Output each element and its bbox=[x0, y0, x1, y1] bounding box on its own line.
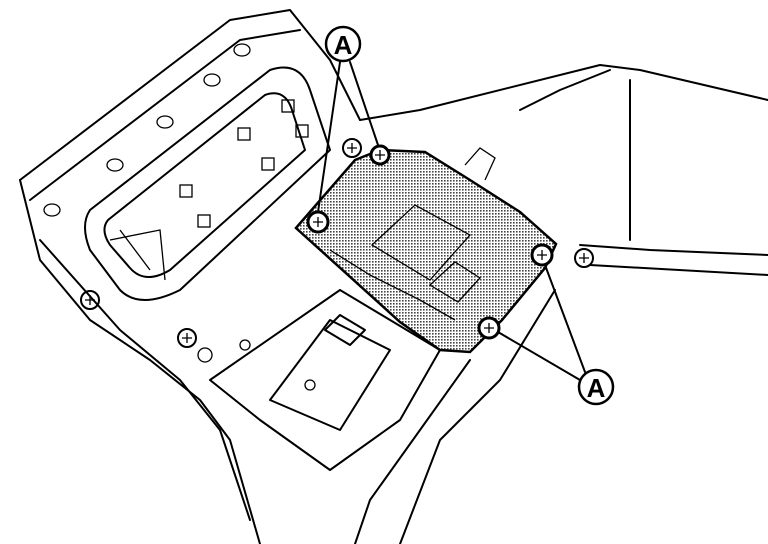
callout-a-top: A bbox=[324, 25, 362, 63]
lower-bracket bbox=[197, 289, 441, 471]
frame-screws bbox=[80, 138, 594, 348]
callout-a-bottom: A bbox=[577, 368, 615, 406]
switch-panel bbox=[43, 43, 251, 217]
module-screws bbox=[306, 144, 554, 340]
callout-label: A bbox=[587, 373, 606, 403]
leader-lines bbox=[317, 61, 586, 381]
shifter-bezel bbox=[84, 66, 331, 301]
callout-label: A bbox=[334, 30, 353, 60]
